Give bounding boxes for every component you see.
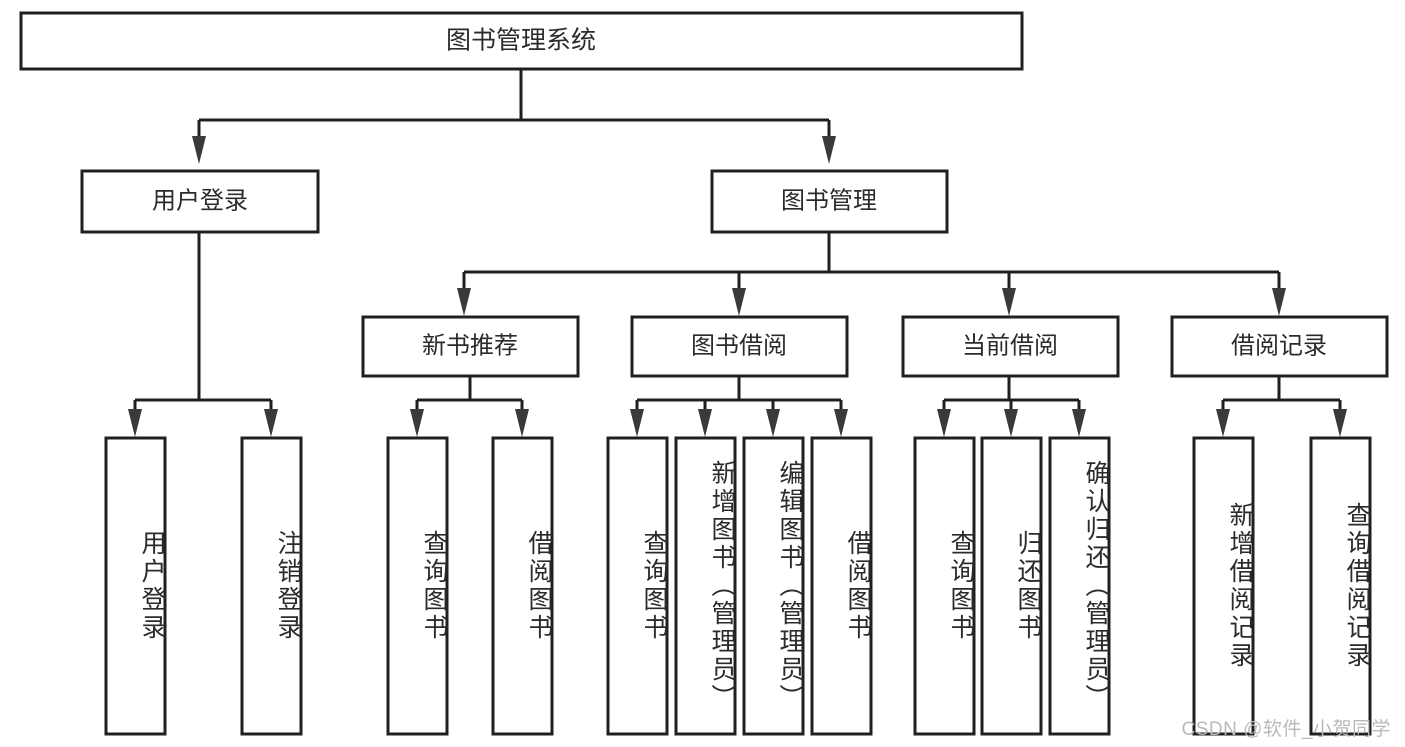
arrow-head-new-book-rec xyxy=(457,288,471,316)
leaf-box-rcd-2[interactable] xyxy=(1309,436,1372,736)
node-borrow-record-label: 借阅记录 xyxy=(1231,332,1327,359)
node-root-label: 图书管理系统 xyxy=(446,27,596,55)
node-book-borrow[interactable]: 图书借阅 xyxy=(630,315,849,378)
edge-group-borrowrecord-to-leaves xyxy=(1216,377,1347,437)
node-user-login-label: 用户登录 xyxy=(152,187,248,214)
node-new-book-rec-label: 新书推荐 xyxy=(422,332,518,359)
edge-group-currentborrow-to-leaves xyxy=(937,377,1086,437)
arrow-head-br-leaf2 xyxy=(1333,409,1347,437)
arrow-head-current-borrow xyxy=(1002,288,1016,316)
leaf-box-cur-3[interactable] xyxy=(1048,436,1111,736)
node-current-borrow-label: 当前借阅 xyxy=(962,332,1058,359)
arrow-head-nbr-leaf2 xyxy=(515,409,529,437)
arrow-head-bb-leaf1 xyxy=(630,409,644,437)
edge-group-bookborrow-to-leaves xyxy=(630,377,848,437)
leaf-boxes-new-book-rec xyxy=(386,436,554,736)
edge-group-root-to-level1 xyxy=(192,69,836,164)
arrow-head-borrow-record xyxy=(1272,288,1286,316)
edge-group-newbookrec-to-leaves xyxy=(410,377,529,437)
arrow-head-cb-leaf2 xyxy=(1004,409,1018,437)
node-borrow-record[interactable]: 借阅记录 xyxy=(1170,315,1389,378)
leaf-boxes-book-borrow xyxy=(606,436,873,736)
leaf-boxes-borrow-record xyxy=(1192,436,1372,736)
leaf-box-user-login-1[interactable] xyxy=(104,436,167,736)
arrow-head-br-leaf1 xyxy=(1216,409,1230,437)
leaf-box-borrow-3[interactable] xyxy=(742,436,805,736)
leaf-box-cur-1[interactable] xyxy=(913,436,976,736)
node-user-login-box[interactable] xyxy=(80,169,320,234)
leaf-box-rec-1[interactable] xyxy=(386,436,449,736)
leaf-box-borrow-4[interactable] xyxy=(810,436,873,736)
edge-group-bookmanage-to-level2 xyxy=(457,233,1286,316)
node-new-book-rec-box[interactable] xyxy=(361,315,580,378)
node-new-book-rec[interactable]: 新书推荐 xyxy=(361,315,580,378)
arrow-head-user-login xyxy=(192,136,206,164)
leaf-box-borrow-2[interactable] xyxy=(674,436,737,736)
arrow-head-cb-leaf3 xyxy=(1072,409,1086,437)
node-root-box[interactable] xyxy=(19,11,1024,71)
edge-group-userlogin-to-leaves xyxy=(128,233,278,437)
arrow-head-cb-leaf1 xyxy=(937,409,951,437)
leaf-box-rcd-1[interactable] xyxy=(1192,436,1255,736)
watermark-text: CSDN @软件_小贺同学 xyxy=(1181,719,1391,740)
leaf-boxes-user-login xyxy=(104,436,303,736)
leaf-box-borrow-1[interactable] xyxy=(606,436,669,736)
arrow-head-book-borrow xyxy=(732,288,746,316)
node-current-borrow-box[interactable] xyxy=(901,315,1120,378)
arrow-head-ul-leaf1 xyxy=(128,409,142,437)
arrow-head-bb-leaf2 xyxy=(698,409,712,437)
arrow-head-ul-leaf2 xyxy=(264,409,278,437)
arrow-head-bb-leaf4 xyxy=(834,409,848,437)
node-current-borrow[interactable]: 当前借阅 xyxy=(901,315,1120,378)
node-borrow-record-box[interactable] xyxy=(1170,315,1389,378)
node-book-manage-label: 图书管理 xyxy=(781,187,877,214)
node-book-borrow-label: 图书借阅 xyxy=(691,332,787,359)
node-root[interactable]: 图书管理系统 xyxy=(19,11,1024,71)
leaf-box-cur-2[interactable] xyxy=(980,436,1043,736)
leaf-box-user-login-2[interactable] xyxy=(240,436,303,736)
leaf-box-rec-2[interactable] xyxy=(491,436,554,736)
node-book-borrow-box[interactable] xyxy=(630,315,849,378)
leaf-boxes-current-borrow xyxy=(913,436,1111,736)
node-book-manage[interactable]: 图书管理 xyxy=(710,169,949,234)
arrow-head-bb-leaf3 xyxy=(766,409,780,437)
node-user-login[interactable]: 用户登录 xyxy=(80,169,320,234)
arrow-head-nbr-leaf1 xyxy=(410,409,424,437)
node-book-manage-box[interactable] xyxy=(710,169,949,234)
arrow-head-book-manage xyxy=(822,136,836,164)
